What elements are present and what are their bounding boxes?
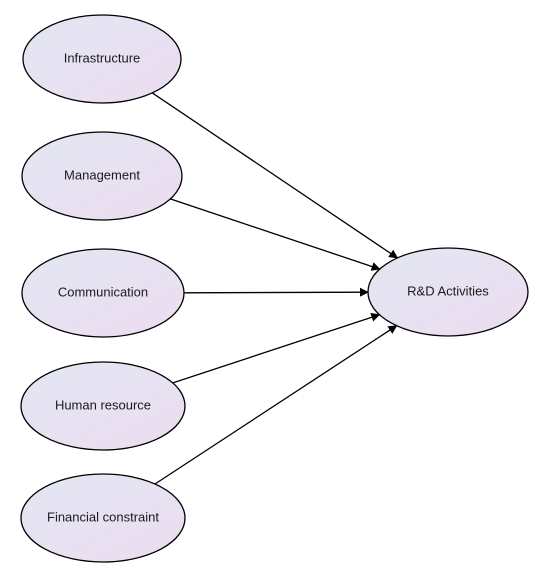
arrow-financial-constraint-to-rd-activities [154, 325, 398, 485]
node-financial-constraint-shape [20, 473, 186, 563]
node-financial-constraint-label: Financial constraint [47, 509, 159, 524]
node-human-resource: Human resource [20, 361, 186, 451]
node-infrastructure-shape [22, 14, 182, 104]
node-management: Management [21, 131, 183, 221]
node-communication-label: Communication [58, 284, 148, 299]
node-rd-activities: R&D Activities [367, 247, 529, 337]
node-rd-activities-label: R&D Activities [407, 283, 489, 298]
node-management-shape [21, 131, 183, 221]
arrow-communication-to-rd-activities [183, 287, 369, 297]
node-human-resource-label: Human resource [55, 397, 151, 412]
arrow-human-resource-to-rd-activities [172, 312, 381, 384]
node-communication-shape [21, 248, 185, 338]
arrow-infrastructure-to-rd-activities [151, 92, 399, 259]
node-rd-activities-shape [367, 247, 529, 337]
node-infrastructure-label: Infrastructure [64, 50, 141, 65]
arrow-management-to-rd-activities [170, 198, 381, 271]
node-communication: Communication [21, 248, 185, 338]
node-human-resource-shape [20, 361, 186, 451]
node-financial-constraint: Financial constraint [20, 473, 186, 563]
node-management-label: Management [64, 167, 140, 182]
node-infrastructure: Infrastructure [22, 14, 182, 104]
edges-layer [151, 92, 399, 485]
